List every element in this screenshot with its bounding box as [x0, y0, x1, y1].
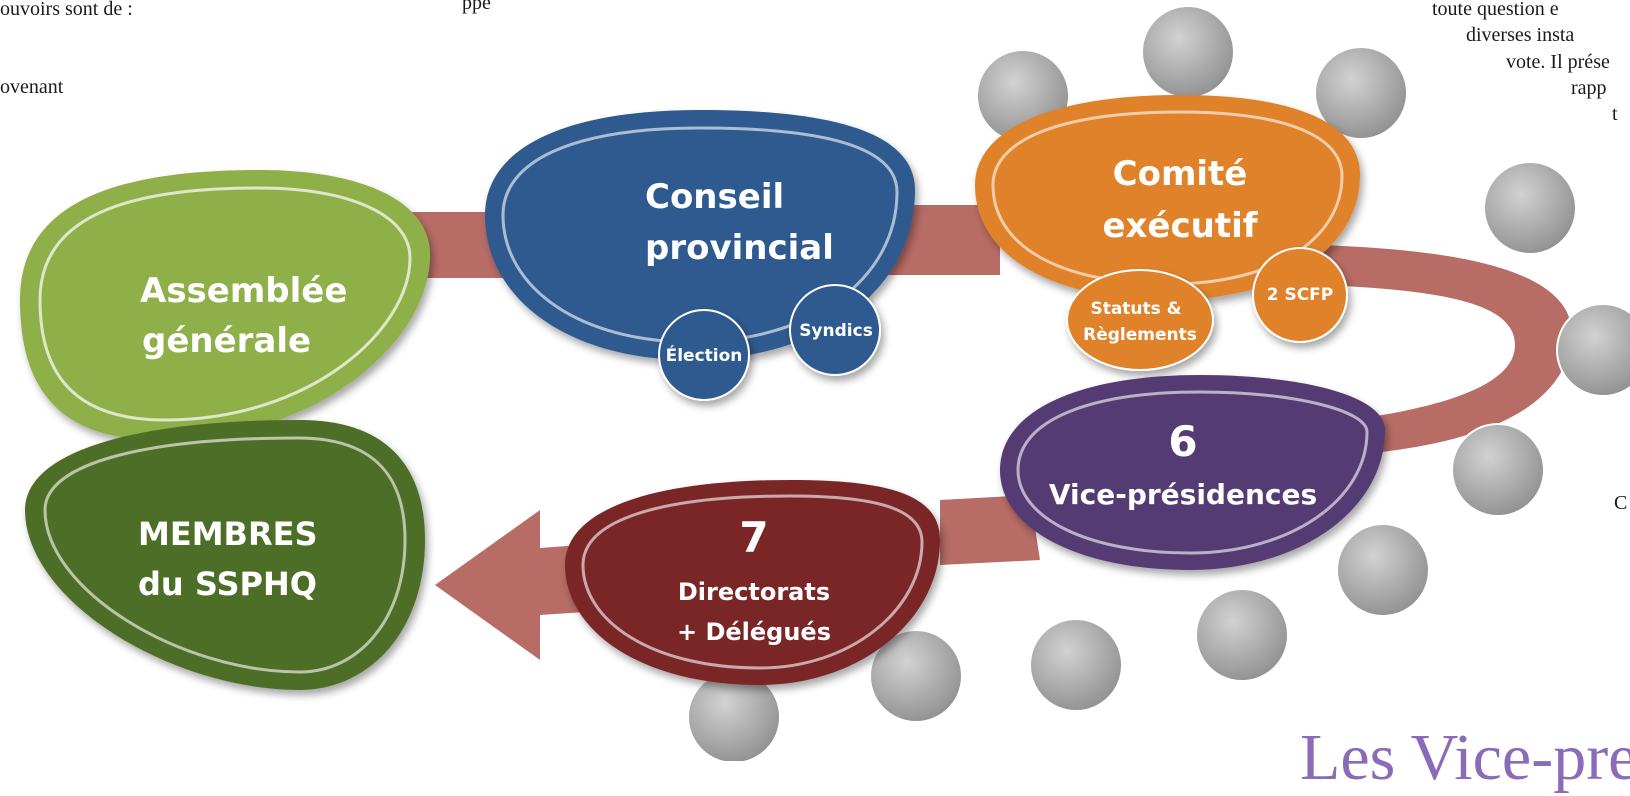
scfp-bubble — [1252, 247, 1348, 343]
statuts-label-line-1: Statuts & — [1090, 299, 1181, 319]
conseil-label-line-2: provincial — [645, 228, 834, 268]
organization-diagram: Assemblée générale MEMBRES du SSPHQ Cons… — [20, 5, 1630, 761]
directorats-shape — [565, 480, 940, 685]
left-text-line-2: ovenant — [0, 76, 64, 98]
vice-label: Vice-présidences — [1049, 478, 1317, 511]
membres-label-line-1: MEMBRES — [138, 515, 317, 553]
right-text-line-2: diverses insta — [1466, 24, 1575, 46]
grey-node — [1141, 5, 1235, 99]
statuts-label-line-2: Règlements — [1083, 325, 1197, 345]
section-heading: Les Vice-pre — [1300, 721, 1630, 794]
conseil-label-line-1: Conseil — [645, 177, 784, 217]
statuts-bubble — [1066, 269, 1214, 371]
grey-node — [1451, 423, 1545, 517]
assemblee-label-line-1: Assemblée — [140, 271, 347, 311]
comite-label-line-1: Comité — [1113, 154, 1248, 194]
vice-number: 6 — [1168, 417, 1197, 466]
grey-node — [1029, 618, 1123, 712]
syndics-bubble — [789, 284, 881, 376]
directorats-number: 7 — [739, 513, 768, 562]
right-text-line-4: rapp — [1571, 77, 1607, 99]
comite-label-line-2: exécutif — [1102, 206, 1258, 246]
membres-label-line-2: du SSPHQ — [138, 565, 317, 603]
top-center-text: ppe — [462, 0, 491, 14]
directorats-label-line-2: + Délégués — [677, 618, 831, 646]
grey-node — [1336, 523, 1430, 617]
assemblee-generale-shape — [20, 170, 430, 440]
grey-node — [1195, 588, 1289, 682]
left-text-line-1: ouvoirs sont de : — [0, 0, 133, 20]
right-fragment-text: C — [1614, 492, 1628, 514]
grey-node — [1483, 161, 1577, 255]
directorats-label-line-1: Directorats — [678, 578, 830, 606]
election-label: Élection — [666, 344, 743, 366]
assemblee-label-line-2: générale — [142, 321, 311, 361]
right-text-line-5: t — [1612, 103, 1618, 125]
grey-node — [1314, 46, 1408, 140]
comite-executif-shape — [975, 95, 1360, 300]
grey-node — [869, 629, 963, 723]
grey-node — [1556, 303, 1630, 397]
membres-shape — [25, 420, 425, 690]
right-text-line-1: toute question e — [1432, 0, 1559, 20]
right-text-line-3: vote. Il prése — [1506, 51, 1610, 73]
election-bubble — [658, 309, 750, 401]
vice-presidences-shape — [1000, 375, 1385, 570]
scfp-label: 2 SCFP — [1267, 285, 1334, 305]
syndics-label: Syndics — [799, 321, 873, 341]
